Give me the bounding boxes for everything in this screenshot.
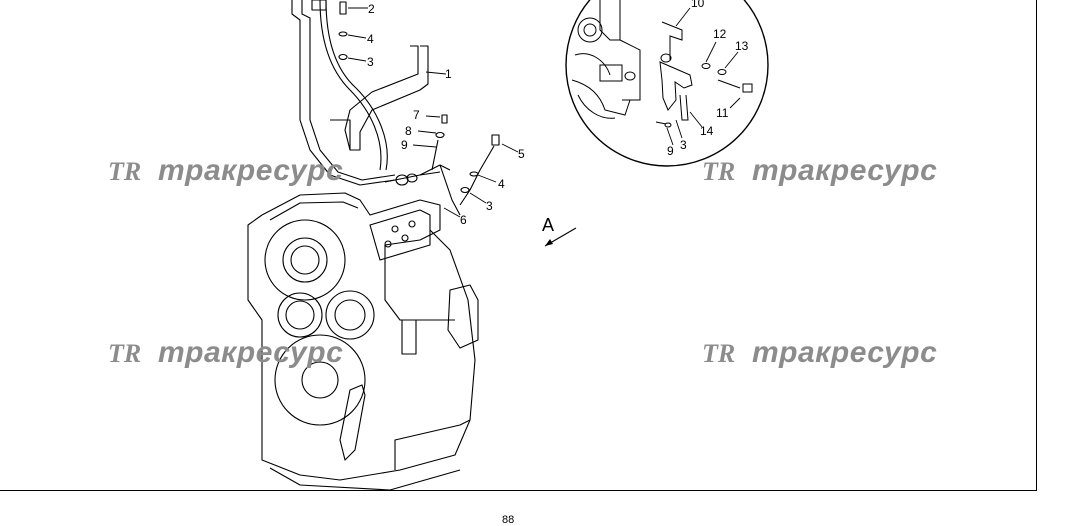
view-a-indicator: A bbox=[542, 215, 577, 247]
callout-3b: 3 bbox=[486, 199, 493, 213]
callout-2: 2 bbox=[368, 2, 375, 16]
detail-callout-12: 12 bbox=[713, 27, 727, 41]
detail-view-a: 10 12 13 11 14 9 3 bbox=[565, 0, 769, 167]
watermark-logo: TR bbox=[702, 157, 735, 186]
watermark-bottom-left: TR тракресурс bbox=[108, 336, 343, 369]
callout-3: 3 bbox=[367, 55, 374, 69]
watermark-bottom-right: TR тракресурс bbox=[702, 336, 937, 369]
page-frame bbox=[0, 0, 1037, 491]
callout-5: 5 bbox=[518, 147, 525, 161]
page-number: 88 bbox=[502, 514, 515, 526]
detail-callout-9: 9 bbox=[667, 144, 674, 158]
main-assembly-drawing bbox=[247, 0, 500, 491]
watermark-text: тракресурс bbox=[158, 154, 343, 187]
callout-1: 1 bbox=[445, 67, 452, 81]
watermark-logo: TR bbox=[108, 339, 141, 368]
detail-callout-13: 13 bbox=[735, 39, 749, 53]
watermark-text: тракресурс bbox=[752, 336, 937, 369]
watermark-logo: TR bbox=[702, 339, 735, 368]
main-leader-lines bbox=[347, 7, 519, 218]
callout-6: 6 bbox=[460, 213, 467, 227]
detail-callouts: 10 12 13 11 14 9 3 bbox=[667, 0, 749, 158]
callout-7: 7 bbox=[413, 108, 420, 122]
detail-callout-3: 3 bbox=[680, 138, 687, 152]
detail-callout-10: 10 bbox=[691, 0, 705, 10]
view-a-label: A bbox=[542, 215, 554, 235]
detail-leader-lines bbox=[666, 7, 741, 146]
watermark-logo: TR bbox=[108, 157, 141, 186]
watermark-text: тракресурс bbox=[752, 154, 937, 187]
detail-drawing bbox=[571, 0, 753, 128]
detail-circle bbox=[565, 0, 769, 167]
callout-9: 9 bbox=[401, 138, 408, 152]
watermark-top-left: TR тракресурс bbox=[108, 154, 343, 187]
callout-4b: 4 bbox=[498, 177, 505, 191]
watermark-text: тракресурс bbox=[158, 336, 343, 369]
callout-8: 8 bbox=[405, 124, 412, 138]
main-callouts: 2 4 3 1 7 8 9 5 4 3 6 bbox=[367, 2, 525, 227]
watermark-top-right: TR тракресурс bbox=[702, 154, 937, 187]
detail-callout-14: 14 bbox=[700, 124, 714, 138]
callout-4: 4 bbox=[367, 32, 374, 46]
detail-callout-11: 11 bbox=[716, 106, 729, 120]
